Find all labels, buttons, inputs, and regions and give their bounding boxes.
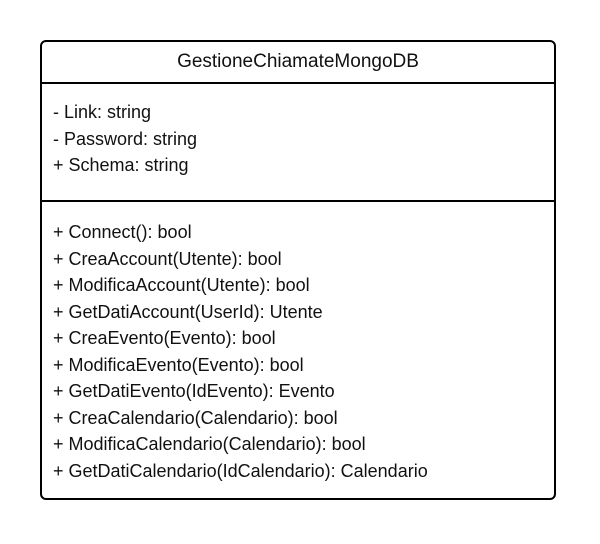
class-name: GestioneChiamateMongoDB bbox=[42, 42, 554, 84]
operation-get-dati-calendario: + GetDatiCalendario(IdCalendario): Calen… bbox=[53, 460, 428, 481]
operation-get-dati-evento: + GetDatiEvento(IdEvento): Evento bbox=[53, 381, 335, 401]
attribute-password: - Password: string bbox=[53, 128, 198, 149]
operation-modifica-account: + ModificaAccount(Utente): bool bbox=[53, 275, 310, 295]
operations-compartment: + Connect(): bool + CreaAccount(Utente):… bbox=[42, 202, 554, 498]
operation-crea-account: + CreaAccount(Utente): bool bbox=[53, 248, 282, 269]
operation-get-dati-account: + GetDatiAccount(UserId): Utente bbox=[53, 301, 323, 322]
attribute-link: - Link: string bbox=[53, 102, 152, 122]
uml-class-box: GestioneChiamateMongoDB - Link: string -… bbox=[40, 40, 556, 500]
operation-modifica-evento: + ModificaEvento(Evento): bool bbox=[53, 354, 304, 375]
operation-modifica-calendario: + ModificaCalendario(Calendario): bool bbox=[53, 434, 366, 454]
attribute-schema: + Schema: string bbox=[53, 155, 189, 175]
operation-connect: + Connect(): bool bbox=[53, 222, 192, 242]
operation-crea-calendario: + CreaCalendario(Calendario): bool bbox=[53, 407, 338, 428]
operation-crea-evento: + CreaEvento(Evento): bool bbox=[53, 328, 276, 348]
attributes-compartment: - Link: string - Password: string + Sche… bbox=[42, 84, 554, 202]
